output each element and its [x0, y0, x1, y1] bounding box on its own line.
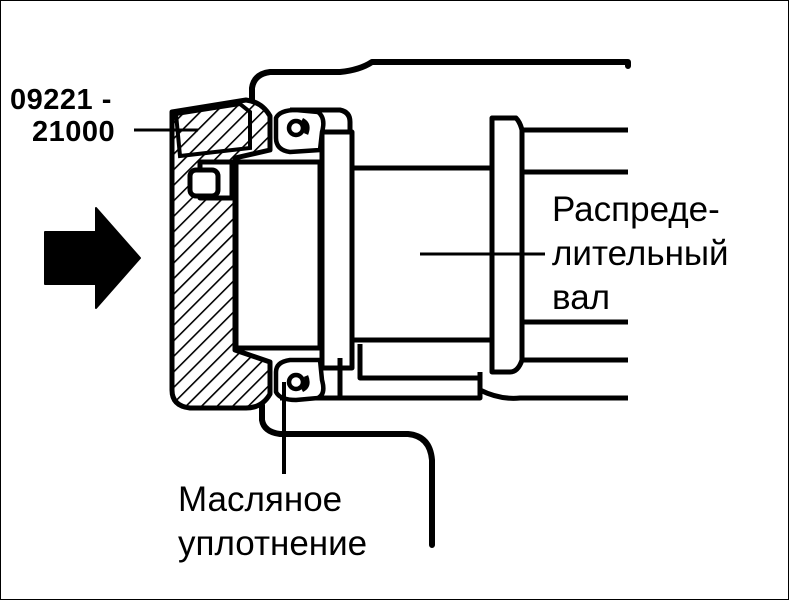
- engine-housing-outline: [249, 59, 631, 108]
- tool-bore: [233, 159, 323, 351]
- camshaft-label: Распреде- лительный вал: [552, 188, 729, 320]
- tool-part-number-line1: 09221 -: [10, 84, 112, 116]
- oil-seal-label: Масляное уплотнение: [178, 478, 367, 566]
- camshaft-label-line3: вал: [552, 278, 611, 317]
- camshaft-label-line2: лительный: [552, 234, 729, 273]
- seal-installer-tool: [169, 97, 323, 411]
- camshaft-label-line1: Распреде-: [552, 190, 720, 229]
- tool-part-number-line2: 21000: [32, 116, 116, 148]
- camshaft-second-flange: [489, 115, 525, 375]
- engine-housing-bottom-outline: [259, 402, 435, 548]
- tool-part-number-label: 09221 - 21000: [10, 84, 115, 148]
- oil-seal-upper: [273, 107, 326, 155]
- oil-seal-label-line1: Масляное: [178, 480, 343, 519]
- camshaft-shaft: [352, 165, 492, 343]
- camshaft-flange: [319, 129, 355, 371]
- oil-seal-label-line2: уплотнение: [178, 524, 368, 563]
- right-arrow-icon: [44, 207, 141, 309]
